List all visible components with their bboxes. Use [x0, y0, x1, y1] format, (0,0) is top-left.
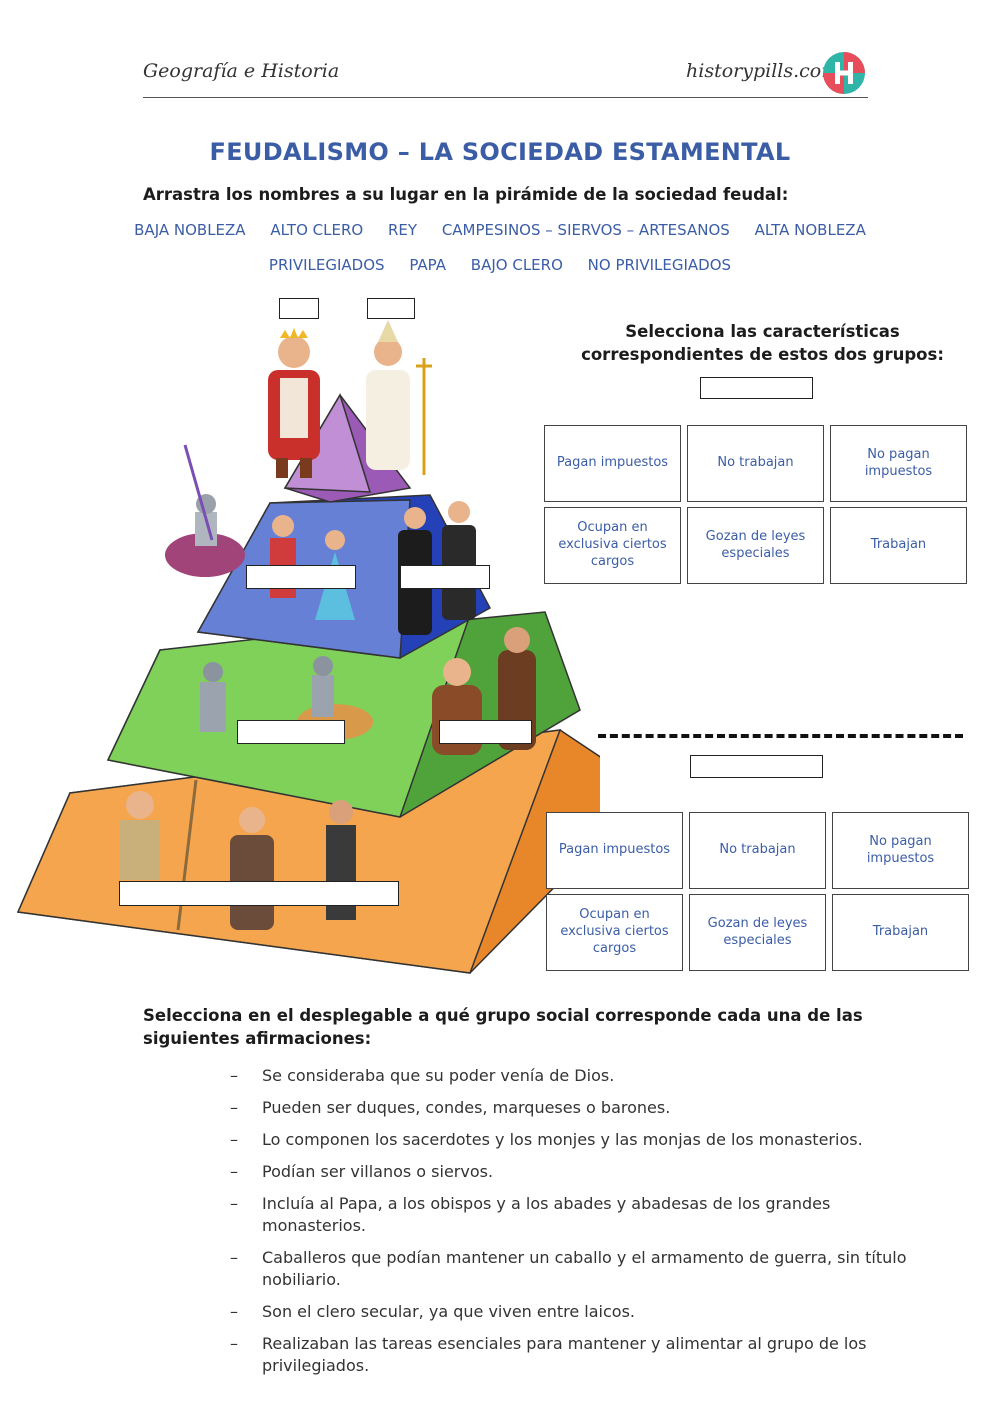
drop-box-king[interactable] [279, 298, 319, 319]
char-upper-work[interactable]: Trabajan [830, 507, 967, 584]
statement-item: –Incluía al Papa, a los obispos y a los … [230, 1194, 831, 1235]
page-title: FEUDALISMO – LA SOCIEDAD ESTAMENTAL [209, 138, 791, 166]
statements-list: –Se consideraba que su poder venía de Di… [230, 1065, 930, 1387]
group-divider-dashed-line [598, 734, 963, 738]
statement-item: –Podían ser villanos o siervos. [230, 1162, 494, 1181]
char-lower-pay-taxes[interactable]: Pagan impuestos [546, 812, 683, 889]
statement-item: –Lo componen los sacerdotes y los monjes… [230, 1130, 863, 1149]
characteristics-grid-lower: Pagan impuestos No trabajan No pagan imp… [546, 812, 969, 971]
char-upper-special-laws[interactable]: Gozan de leyes especiales [687, 507, 824, 584]
drop-box-low-clergy[interactable] [439, 720, 532, 744]
char-upper-dont-work[interactable]: No trabajan [687, 425, 824, 502]
word-bank-row-1: BAJA NOBLEZA ALTO CLERO REY CAMPESINOS –… [0, 221, 1000, 239]
word-campesinos[interactable]: CAMPESINOS – SIERVOS – ARTESANOS [441, 221, 730, 239]
site-label: historypills.com [686, 60, 840, 82]
statement-item: –Se consideraba que su poder venía de Di… [230, 1066, 615, 1085]
word-baja-nobleza[interactable]: BAJA NOBLEZA [134, 221, 246, 239]
characteristics-grid-upper: Pagan impuestos No trabajan No pagan imp… [544, 425, 967, 584]
drop-box-group-privileged[interactable] [700, 377, 813, 399]
header-divider [143, 97, 868, 98]
word-no-privilegiados[interactable]: NO PRIVILEGIADOS [587, 256, 732, 274]
drop-box-peasants[interactable] [119, 881, 399, 906]
word-bajo-clero[interactable]: BAJO CLERO [470, 256, 563, 274]
char-upper-pay-taxes[interactable]: Pagan impuestos [544, 425, 681, 502]
char-lower-exclusive-posts[interactable]: Ocupan en exclusiva ciertos cargos [546, 894, 683, 971]
char-lower-dont-work[interactable]: No trabajan [689, 812, 826, 889]
historypills-logo-icon [823, 52, 865, 94]
char-upper-exclusive-posts[interactable]: Ocupan en exclusiva ciertos cargos [544, 507, 681, 584]
mounted-knight-icon [165, 444, 245, 577]
drop-box-pope[interactable] [367, 298, 415, 319]
drop-box-low-nobility[interactable] [237, 720, 345, 744]
drop-box-group-non-privileged[interactable] [690, 755, 823, 778]
feudal-pyramid [16, 320, 600, 974]
word-rey[interactable]: REY [387, 221, 418, 239]
char-upper-no-taxes[interactable]: No pagan impuestos [830, 425, 967, 502]
subject-label: Geografía e Historia [143, 60, 340, 82]
characteristics-heading: Selecciona las características correspon… [581, 322, 944, 364]
dropdown-instruction: Selecciona en el desplegable a qué grupo… [143, 1006, 863, 1048]
word-privilegiados[interactable]: PRIVILEGIADOS [268, 256, 385, 274]
drop-box-high-clergy[interactable] [400, 565, 490, 589]
word-papa[interactable]: PAPA [409, 256, 447, 274]
char-lower-no-taxes[interactable]: No pagan impuestos [832, 812, 969, 889]
statement-item: –Caballeros que podían mantener un cabal… [230, 1248, 907, 1289]
statement-item: –Son el clero secular, ya que viven entr… [230, 1302, 636, 1321]
word-alto-clero[interactable]: ALTO CLERO [270, 221, 364, 239]
word-bank-row-2: PRIVILEGIADOS PAPA BAJO CLERO NO PRIVILE… [0, 256, 1000, 274]
drop-box-high-nobility[interactable] [246, 565, 356, 589]
word-alta-nobleza[interactable]: ALTA NOBLEZA [754, 221, 866, 239]
statement-item: –Pueden ser duques, condes, marqueses o … [230, 1098, 671, 1117]
statement-item: –Realizaban las tareas esenciales para m… [230, 1334, 867, 1375]
pope-figure-icon [366, 320, 432, 475]
char-lower-work[interactable]: Trabajan [832, 894, 969, 971]
king-figure-icon [268, 328, 320, 478]
drag-instruction: Arrastra los nombres a su lugar en la pi… [143, 185, 789, 204]
char-lower-special-laws[interactable]: Gozan de leyes especiales [689, 894, 826, 971]
